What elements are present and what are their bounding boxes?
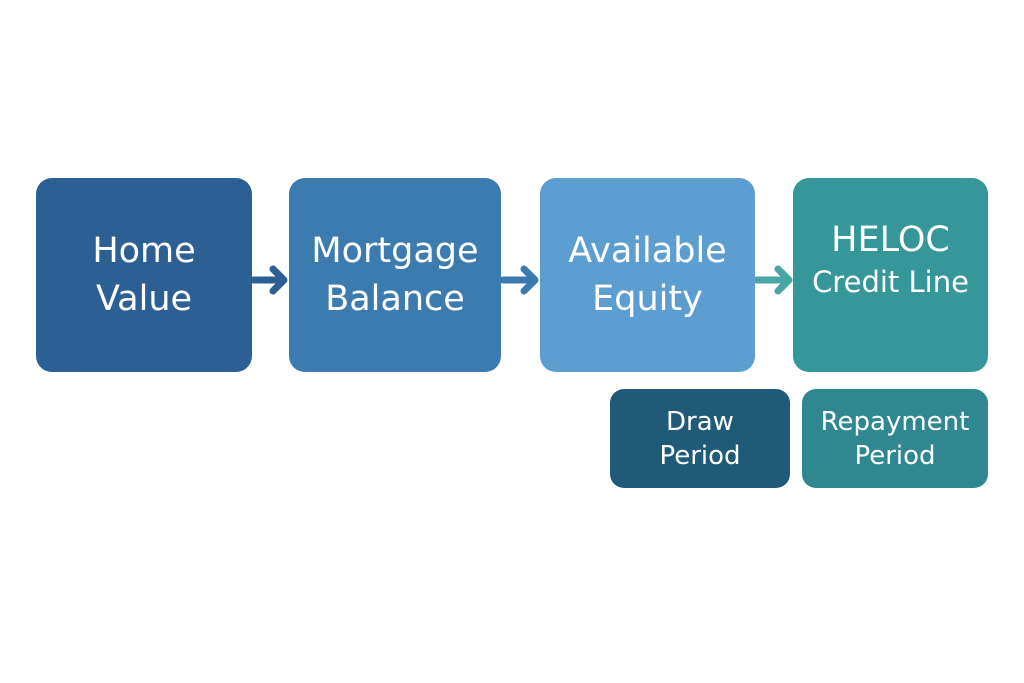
arrow-right-icon bbox=[501, 265, 539, 295]
node-home-value: Home Value bbox=[36, 178, 252, 372]
node-mortgage-balance-line1: Mortgage bbox=[311, 231, 479, 271]
node-heloc-line2: Credit Line bbox=[812, 265, 969, 299]
node-repayment-period: Repayment Period bbox=[802, 389, 988, 488]
node-available-equity-line2: Equity bbox=[592, 279, 703, 319]
node-mortgage-balance-line2: Balance bbox=[325, 279, 465, 319]
arrow-right-icon bbox=[252, 265, 288, 295]
arrow-right-icon bbox=[755, 265, 793, 295]
node-available-equity-line1: Available bbox=[568, 231, 727, 271]
node-mortgage-balance: Mortgage Balance bbox=[289, 178, 501, 372]
node-heloc-credit-line: HELOC Credit Line bbox=[793, 178, 988, 372]
node-available-equity: Available Equity bbox=[540, 178, 755, 372]
node-draw-period: Draw Period bbox=[610, 389, 790, 488]
node-repayment-period-line2: Period bbox=[854, 440, 936, 471]
node-repayment-period-line1: Repayment bbox=[820, 406, 970, 437]
node-draw-period-line1: Draw bbox=[666, 406, 734, 437]
node-draw-period-line2: Period bbox=[659, 440, 741, 471]
node-heloc-line1: HELOC bbox=[831, 220, 950, 260]
node-home-value-line1: Home bbox=[92, 231, 196, 271]
node-home-value-line2: Value bbox=[95, 279, 193, 319]
